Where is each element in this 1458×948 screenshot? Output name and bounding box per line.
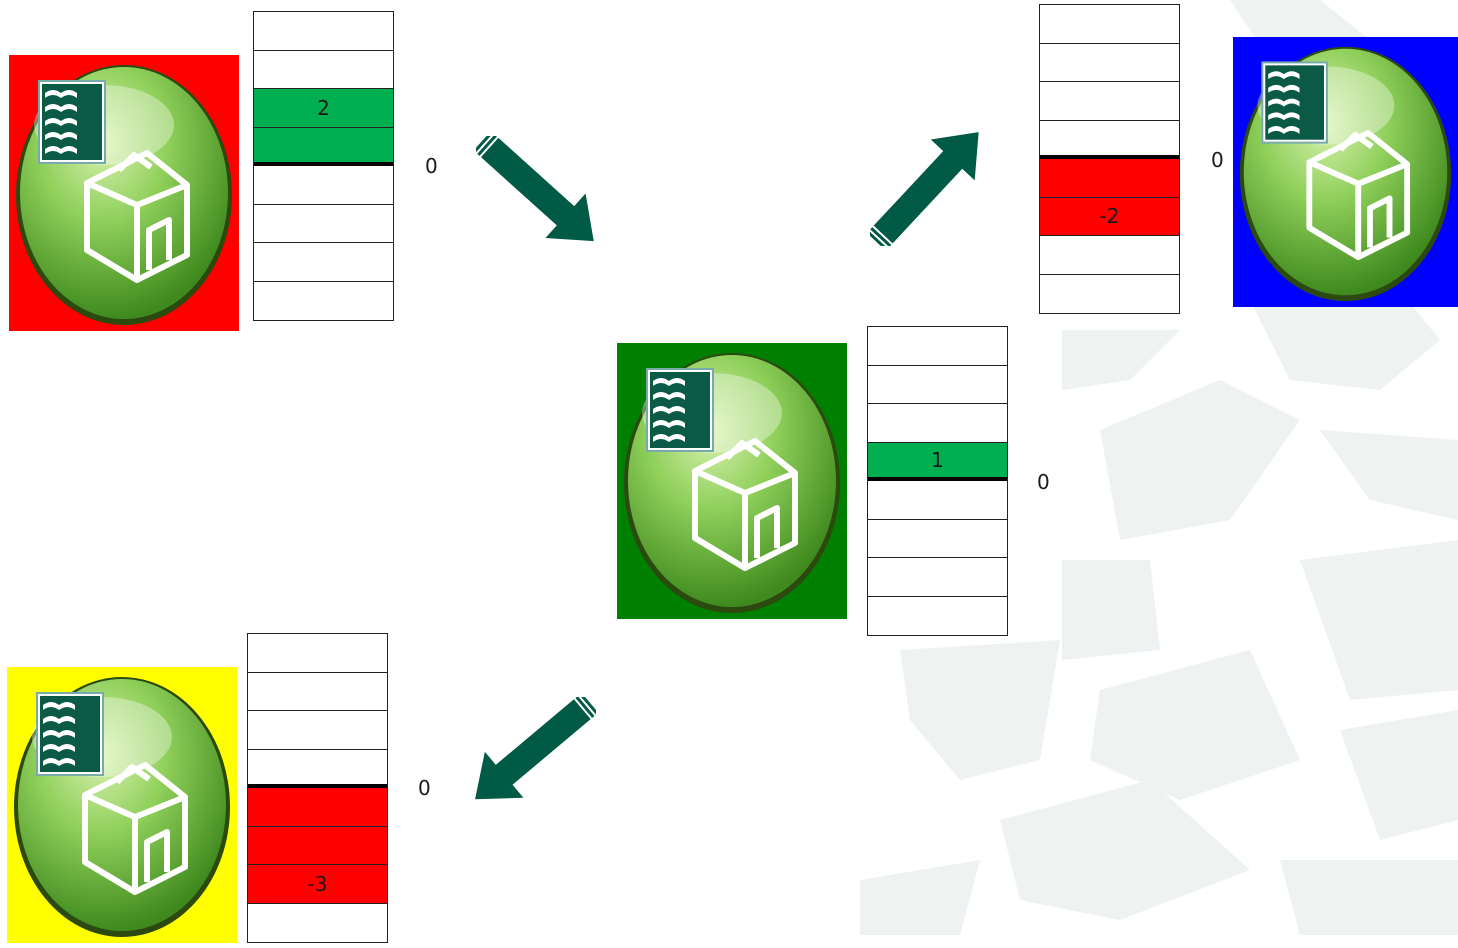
meter-cell: -3 bbox=[248, 865, 387, 904]
meter-cell bbox=[248, 634, 387, 673]
meter-cell bbox=[254, 12, 393, 51]
meter-cell bbox=[254, 166, 393, 205]
score-meter-blue: -2 bbox=[1039, 4, 1180, 314]
meter-cell bbox=[868, 558, 1007, 597]
meter-cell bbox=[1040, 5, 1179, 44]
meter-cell bbox=[868, 481, 1007, 520]
player-tile-red bbox=[9, 55, 239, 331]
zero-label-green: 0 bbox=[1037, 470, 1050, 494]
home-bubble-icon bbox=[1233, 33, 1458, 311]
meter-cell bbox=[1040, 44, 1179, 83]
meter-cell bbox=[248, 750, 387, 789]
meter-cell bbox=[254, 128, 393, 167]
meter-cell: 2 bbox=[254, 89, 393, 128]
meter-cell bbox=[868, 597, 1007, 636]
zero-label-red: 0 bbox=[425, 154, 438, 178]
home-bubble-icon bbox=[9, 55, 239, 331]
meter-cell bbox=[1040, 82, 1179, 121]
arrow-green-to-yellow bbox=[469, 697, 596, 805]
meter-cell bbox=[1040, 121, 1179, 160]
meter-cell bbox=[868, 404, 1007, 443]
meter-cell bbox=[1040, 275, 1179, 314]
meter-cell bbox=[248, 827, 387, 866]
arrow-red-to-green bbox=[476, 136, 600, 246]
meter-cell bbox=[1040, 236, 1179, 275]
meter-cell bbox=[868, 327, 1007, 366]
meter-cell bbox=[248, 904, 387, 943]
meter-cell bbox=[248, 788, 387, 827]
meter-cell bbox=[254, 282, 393, 321]
home-bubble-icon bbox=[617, 343, 847, 619]
score-meter-red: 2 bbox=[253, 11, 394, 321]
zero-label-yellow: 0 bbox=[418, 776, 431, 800]
meter-cell bbox=[254, 51, 393, 90]
score-meter-green: 1 bbox=[867, 326, 1008, 636]
meter-cell bbox=[248, 711, 387, 750]
zero-label-blue: 0 bbox=[1211, 148, 1224, 172]
meter-cell bbox=[1040, 159, 1179, 198]
score-meter-yellow: -3 bbox=[247, 633, 388, 943]
player-tile-green bbox=[617, 343, 847, 619]
meter-cell bbox=[254, 243, 393, 282]
meter-cell: 1 bbox=[868, 443, 1007, 482]
player-tile-yellow bbox=[7, 666, 237, 944]
arrow-green-to-blue bbox=[870, 128, 985, 246]
meter-cell bbox=[254, 205, 393, 244]
home-bubble-icon bbox=[7, 666, 237, 944]
meter-cell bbox=[248, 673, 387, 712]
meter-cell bbox=[868, 366, 1007, 405]
meter-cell: -2 bbox=[1040, 198, 1179, 237]
player-tile-blue bbox=[1233, 33, 1458, 311]
meter-cell bbox=[868, 520, 1007, 559]
